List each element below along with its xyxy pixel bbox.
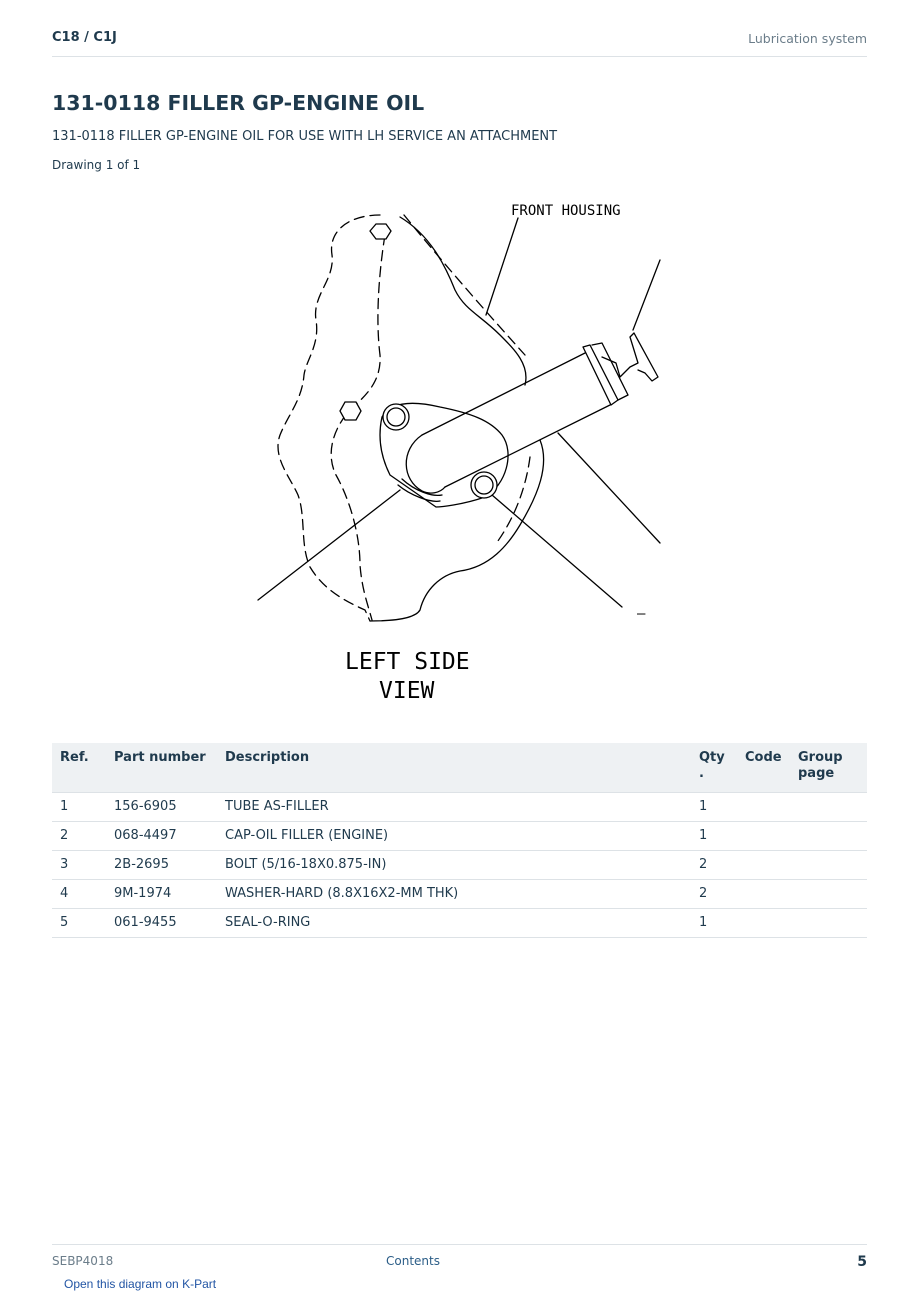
housing-right-contour: [399, 216, 527, 386]
cell-part-number: 068-4497: [106, 821, 217, 851]
col-header-qty-line1: Qty: [699, 750, 725, 765]
leader-seal: [257, 489, 401, 601]
col-header-part-number: Part number: [106, 743, 217, 793]
page-header: C18 / C1J Lubrication system: [52, 28, 867, 57]
table-row: 1 156-6905 TUBE AS-FILLER 1: [52, 792, 867, 822]
cell-description: BOLT (5/16-18X0.875-IN): [217, 850, 691, 880]
document-id: SEBP4018: [52, 1254, 114, 1268]
kpart-diagram-link[interactable]: Open this diagram on K-Part: [64, 1277, 217, 1291]
cell-code: [737, 908, 790, 938]
col-header-description: Description: [217, 743, 691, 793]
page-number: 5: [857, 1254, 867, 1270]
leader-cap: [632, 259, 661, 331]
leader-washer: [491, 494, 623, 608]
table-row: 4 9M-1974 WASHER-HARD (8.8X16X2-MM THK) …: [52, 879, 867, 909]
oil-cap: [601, 332, 659, 382]
cell-qty: 2: [691, 850, 737, 880]
seal-ring: [397, 484, 441, 502]
cell-part-number: 9M-1974: [106, 879, 217, 909]
housing-right-dashed: [403, 214, 526, 356]
cell-code: [737, 879, 790, 909]
contents-link[interactable]: Contents: [386, 1254, 440, 1268]
col-header-group-line2: page: [798, 766, 835, 781]
cell-description: WASHER-HARD (8.8X16X2-MM THK): [217, 879, 691, 909]
cell-group-page: [790, 821, 867, 851]
tube-collar-2: [591, 342, 629, 401]
cell-ref: 2: [52, 821, 106, 851]
parts-table: Ref. Part number Description Qty. Code G…: [52, 743, 867, 938]
label-dash: –: [637, 606, 646, 622]
cell-ref: 5: [52, 908, 106, 938]
cell-group-page: [790, 850, 867, 880]
parts-diagram: FRONT HOUSING – LEFT SIDE VIEW: [240, 195, 680, 705]
col-header-qty: Qty.: [691, 743, 737, 793]
cell-code: [737, 792, 790, 822]
cell-part-number: 2B-2695: [106, 850, 217, 880]
cell-qty: 1: [691, 908, 737, 938]
cell-part-number: 156-6905: [106, 792, 217, 822]
cell-description: SEAL-O-RING: [217, 908, 691, 938]
col-header-ref: Ref.: [52, 743, 106, 793]
bolt-right: [474, 475, 494, 495]
cell-description: TUBE AS-FILLER: [217, 792, 691, 822]
flange-plate: [379, 402, 509, 508]
housing-inner-contour: [330, 234, 386, 621]
model-label: C18 / C1J: [52, 30, 117, 45]
page-footer: SEBP4018 Contents 5 Open this diagram on…: [52, 1244, 867, 1291]
cell-group-page: [790, 908, 867, 938]
leader-front-housing: [485, 217, 519, 316]
housing-lower-right: [369, 439, 545, 622]
tube-end-curve: [405, 434, 446, 494]
drawing-count: Drawing 1 of 1: [52, 158, 141, 172]
section-label: Lubrication system: [748, 31, 867, 46]
seal-ring-inner: [401, 478, 443, 497]
label-view-line2: VIEW: [379, 678, 435, 704]
filler-tube: [421, 352, 611, 488]
cell-ref: 1: [52, 792, 106, 822]
cell-qty: 2: [691, 879, 737, 909]
housing-outline: [277, 214, 381, 622]
cell-group-page: [790, 879, 867, 909]
cell-qty: 1: [691, 792, 737, 822]
cell-ref: 3: [52, 850, 106, 880]
page-subtitle: 131-0118 FILLER GP-ENGINE OIL FOR USE WI…: [52, 129, 558, 144]
page-title: 131-0118 FILLER GP-ENGINE OIL: [52, 91, 425, 115]
label-front-housing: FRONT HOUSING: [511, 203, 621, 219]
cell-part-number: 061-9455: [106, 908, 217, 938]
col-header-group-line1: Group: [798, 750, 843, 765]
bolt-head-top: [369, 223, 392, 240]
col-header-qty-line2: .: [699, 766, 704, 781]
cell-code: [737, 821, 790, 851]
housing-lower-right-dashed: [494, 456, 531, 546]
col-header-code: Code: [737, 743, 790, 793]
leader-tube: [557, 432, 661, 544]
table-row: 2 068-4497 CAP-OIL FILLER (ENGINE) 1: [52, 821, 867, 851]
cell-ref: 4: [52, 879, 106, 909]
bolt-head-mid: [339, 401, 362, 421]
table-row: 5 061-9455 SEAL-O-RING 1: [52, 908, 867, 938]
cell-qty: 1: [691, 821, 737, 851]
label-view-line1: LEFT SIDE: [345, 649, 470, 675]
cell-group-page: [790, 792, 867, 822]
cell-code: [737, 850, 790, 880]
table-header-row: Ref. Part number Description Qty. Code G…: [52, 743, 867, 793]
diagram-drawing: FRONT HOUSING – LEFT SIDE VIEW: [257, 203, 661, 704]
bolt-left: [386, 407, 406, 427]
tube-collar: [582, 344, 619, 406]
cell-description: CAP-OIL FILLER (ENGINE): [217, 821, 691, 851]
table-row: 3 2B-2695 BOLT (5/16-18X0.875-IN) 2: [52, 850, 867, 880]
